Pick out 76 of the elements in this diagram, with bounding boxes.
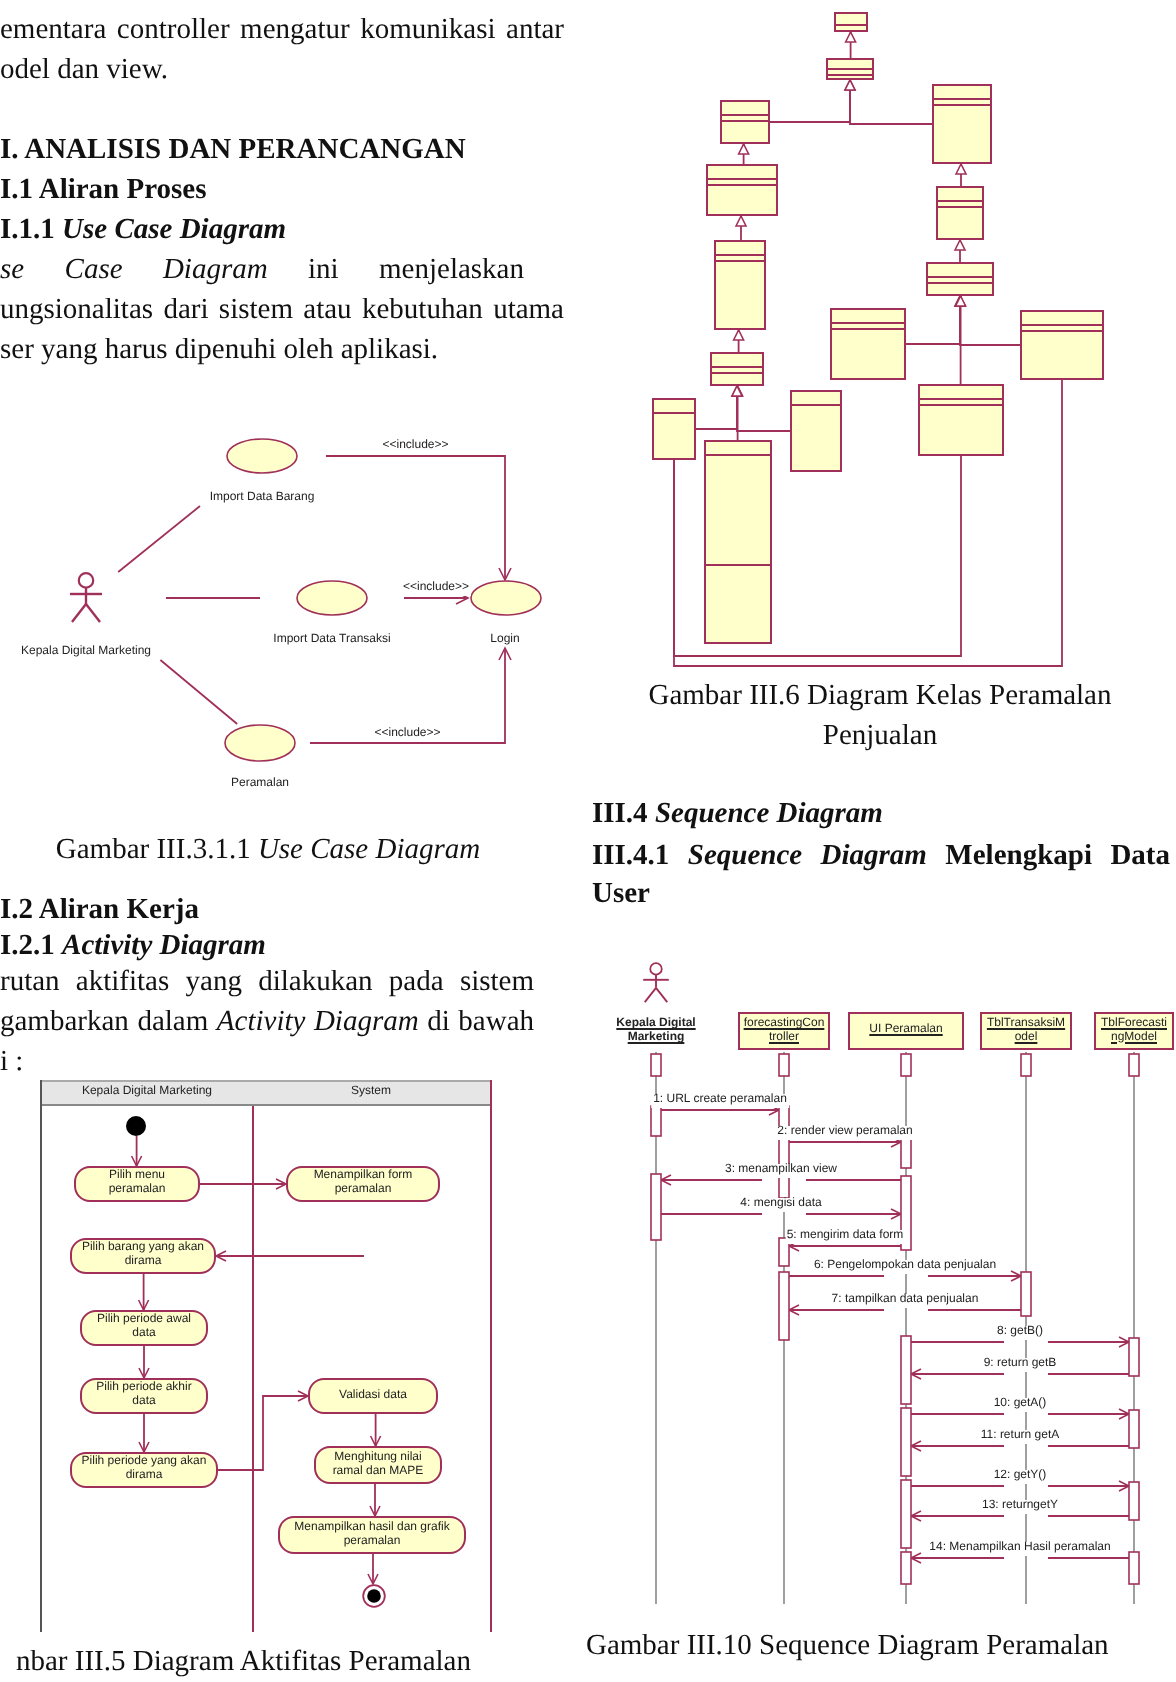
flow-arrow — [215, 1250, 365, 1262]
flow-arrow — [138, 1413, 150, 1453]
association-line — [673, 379, 1063, 667]
class-box — [936, 186, 984, 240]
generalization-arrow — [844, 79, 933, 125]
class-box — [826, 58, 874, 80]
generalization-arrow — [954, 295, 1021, 346]
generalization-arrow — [732, 329, 745, 353]
flow-arrow — [369, 1483, 381, 1517]
body-paragraph: se Case Diagram ini menjelaskan ungsionalitas dari sistem atau kebutuhan utama ser yang harus dipenuhi oleh aplikasi. — [0, 252, 564, 370]
class-box — [918, 384, 1004, 456]
generalization-arrow — [735, 215, 747, 241]
section-heading: I.1.1 Use Case Diagram — [0, 212, 287, 250]
swimlane — [252, 1080, 492, 1632]
message-arrow — [910, 1552, 1130, 1564]
message-arrow — [788, 1270, 1022, 1282]
section-heading: III.4 Sequence Diagram — [592, 796, 883, 834]
flow-arrow — [369, 1413, 382, 1447]
flow-arrow — [138, 1345, 150, 1379]
association-line — [165, 597, 261, 599]
include-arrow — [403, 591, 469, 605]
message-arrow — [910, 1510, 1130, 1522]
generalization-arrow — [955, 163, 967, 187]
generalization-arrow — [954, 239, 966, 263]
figure-caption: Gambar III.6 Diagram Kelas Peramalan Penjualan — [646, 678, 1114, 756]
class-box — [932, 84, 992, 164]
message-arrow — [788, 1304, 1022, 1316]
class-box — [830, 308, 906, 380]
association-line — [159, 659, 239, 725]
class-box — [704, 440, 772, 644]
message-arrow — [910, 1408, 1130, 1420]
association-line — [117, 505, 201, 573]
message-arrow — [910, 1440, 1130, 1452]
figure-caption: Gambar III.3.1.1 Use Case Diagram — [55, 832, 481, 870]
class-box — [834, 12, 868, 32]
section-heading: I.2.1 Activity Diagram — [0, 928, 266, 966]
generalization-arrow — [731, 385, 791, 432]
body-paragraph: rutan aktifitas yang dilakukan pada sistem gambarkan dalam Activity Diagram di bawah i : — [0, 964, 536, 1082]
class-box — [706, 164, 778, 216]
flow-arrow — [130, 1135, 143, 1167]
class-box — [652, 398, 696, 460]
flow-arrow — [199, 1178, 287, 1190]
figure-caption: Gambar III.10 Sequence Diagram Peramalan — [586, 1628, 1109, 1666]
class-box — [1020, 310, 1104, 380]
class-box — [710, 352, 764, 386]
body-paragraph: ementara controller mengatur komunikasi antar odel dan view. — [0, 12, 564, 90]
message-arrow — [788, 1136, 902, 1148]
start-node — [126, 1116, 146, 1136]
flow-arrow — [137, 1273, 150, 1311]
generalization-arrow — [737, 143, 750, 165]
class-box — [790, 390, 842, 472]
section-heading: I.2 Aliran Kerja — [0, 892, 199, 930]
class-box — [926, 262, 994, 296]
include-arrow — [325, 455, 512, 581]
class-box — [714, 240, 766, 330]
section-heading: I. ANALISIS DAN PERANCANGAN — [0, 132, 466, 170]
message-arrow — [660, 1174, 902, 1186]
message-arrow — [910, 1336, 1130, 1348]
section-heading: III.4.1 Sequence Diagram Melengkapi Data User — [592, 838, 1170, 914]
class-box — [720, 100, 770, 144]
message-arrow — [660, 1104, 780, 1116]
flow-arrow — [367, 1553, 379, 1585]
message-arrow — [788, 1240, 902, 1252]
message-arrow — [910, 1480, 1130, 1492]
swimlane — [40, 1080, 254, 1632]
flow-arrow — [217, 1390, 309, 1471]
generalization-arrow — [954, 295, 967, 385]
figure-caption: nbar III.5 Diagram Aktifitas Peramalan — [16, 1644, 471, 1682]
message-arrow — [660, 1208, 902, 1220]
section-heading: I.1 Aliran Proses — [0, 172, 207, 210]
association-line — [673, 455, 962, 657]
generalization-arrow — [844, 31, 857, 59]
include-arrow — [309, 647, 512, 744]
message-arrow — [910, 1368, 1130, 1380]
end-node — [362, 1584, 386, 1608]
generalization-arrow — [731, 385, 744, 441]
